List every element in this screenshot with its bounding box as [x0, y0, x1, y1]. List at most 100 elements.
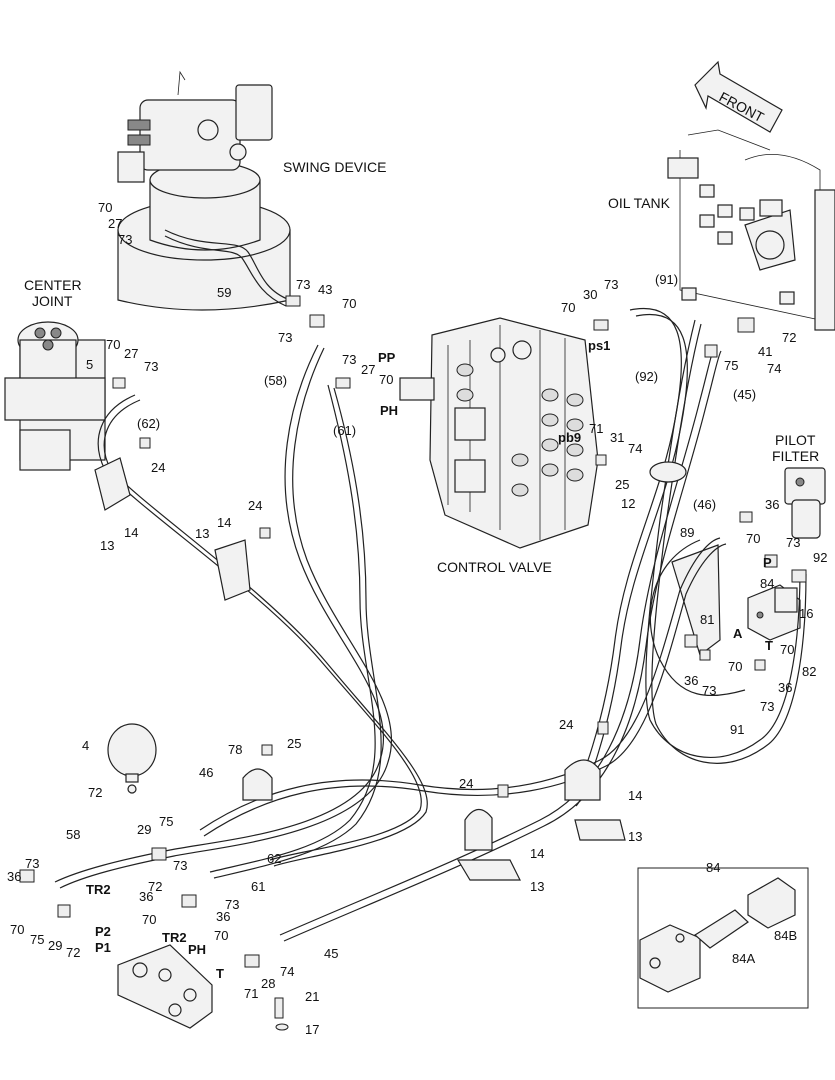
- callout: 14: [217, 515, 231, 530]
- callout: 58: [66, 827, 80, 842]
- callout: 36: [765, 497, 779, 512]
- front-arrow: [694, 60, 783, 133]
- callout: 75: [159, 814, 173, 829]
- callout: (45): [733, 387, 756, 402]
- callout: 16: [799, 606, 813, 621]
- callout: 70: [342, 296, 356, 311]
- callout: 70: [98, 200, 112, 215]
- callout: 70: [780, 642, 794, 657]
- callout: 73: [702, 683, 716, 698]
- bottom-valve-block: [117, 944, 213, 1029]
- callout: 46: [199, 765, 213, 780]
- callout: 84: [760, 576, 774, 591]
- port-label: TR2: [162, 930, 187, 945]
- title-oil-tank: OIL TANK: [608, 195, 671, 211]
- callout: 70: [746, 531, 760, 546]
- callout: 71: [589, 421, 603, 436]
- callout: 73: [604, 277, 618, 292]
- callout: 74: [628, 441, 642, 456]
- callout: (92): [635, 369, 658, 384]
- oil-tank: [667, 129, 835, 331]
- callout: 24: [151, 460, 165, 475]
- callout: 82: [802, 664, 816, 679]
- callout: 13: [628, 829, 642, 844]
- clamps: [94, 457, 687, 881]
- callout: 70: [10, 922, 24, 937]
- port-label: P: [763, 555, 772, 570]
- callout: 41: [758, 344, 772, 359]
- swing-device: [117, 70, 291, 311]
- callout: 43: [318, 282, 332, 297]
- callout: 25: [615, 477, 629, 492]
- callout: (58): [264, 373, 287, 388]
- port-label: P2: [95, 924, 111, 939]
- callout: 72: [148, 879, 162, 894]
- callout: 74: [767, 361, 781, 376]
- callout: 29: [137, 822, 151, 837]
- callout: 27: [361, 362, 375, 377]
- callout: 73: [296, 277, 310, 292]
- callout: 36: [139, 889, 153, 904]
- callout: 84B: [774, 928, 797, 943]
- callout: 73: [278, 330, 292, 345]
- callout: 72: [66, 945, 80, 960]
- port-label: PH: [188, 942, 206, 957]
- callout: 36: [216, 909, 230, 924]
- callout: 81: [700, 612, 714, 627]
- callout: 13: [195, 526, 209, 541]
- callout: 73: [786, 535, 800, 550]
- callout: 36: [684, 673, 698, 688]
- center-joint: [4, 321, 106, 471]
- callout: 75: [724, 358, 738, 373]
- callout: 12: [621, 496, 635, 511]
- port-label: T: [216, 966, 224, 981]
- callout: 59: [217, 285, 231, 300]
- callout: 73: [25, 856, 39, 871]
- callout: 92: [813, 550, 827, 565]
- callout: 14: [530, 846, 544, 861]
- callout: 45: [324, 946, 338, 961]
- callout: 24: [559, 717, 573, 732]
- port-label: TR2: [86, 882, 111, 897]
- title-control-valve: CONTROL VALVE: [437, 559, 552, 575]
- callout: 70: [379, 372, 393, 387]
- callout: 73: [225, 897, 239, 912]
- port-label: PP: [378, 350, 396, 365]
- callout: 13: [100, 538, 114, 553]
- callout: (62): [137, 416, 160, 431]
- title-pilot-filter-2: FILTER: [772, 448, 819, 464]
- callout: 14: [628, 788, 642, 803]
- callout: (46): [693, 497, 716, 512]
- title-center-joint-2: JOINT: [32, 293, 73, 309]
- port-label: A: [733, 626, 743, 641]
- callout: 30: [583, 287, 597, 302]
- title-center-joint-1: CENTER: [24, 277, 82, 293]
- port-label: pb9: [558, 430, 581, 445]
- pilot-filter: [784, 467, 826, 539]
- callout: 24: [459, 776, 473, 791]
- callout: 73: [144, 359, 158, 374]
- callout: 36: [7, 869, 21, 884]
- fittings: [19, 295, 807, 1031]
- callout: (61): [333, 423, 356, 438]
- control-valve: [399, 317, 599, 549]
- callout: 74: [280, 964, 294, 979]
- callout: 21: [305, 989, 319, 1004]
- port-labels: PP PH ps1 pb9 P A T TR2 P2 P1 TR2 PH T: [86, 338, 773, 981]
- callout: 71: [244, 986, 258, 1001]
- callout: 31: [610, 430, 624, 445]
- callout: 36: [778, 680, 792, 695]
- callout: 70: [214, 928, 228, 943]
- port-label: ps1: [588, 338, 610, 353]
- callout: 73: [173, 858, 187, 873]
- callout: 14: [124, 525, 138, 540]
- callout: 73: [118, 232, 132, 247]
- detail-box-84: [637, 867, 809, 1009]
- port-label: P1: [95, 940, 111, 955]
- callout: 5: [86, 357, 93, 372]
- callout: 70: [106, 337, 120, 352]
- callout: 84: [706, 860, 720, 875]
- callout: 4: [82, 738, 89, 753]
